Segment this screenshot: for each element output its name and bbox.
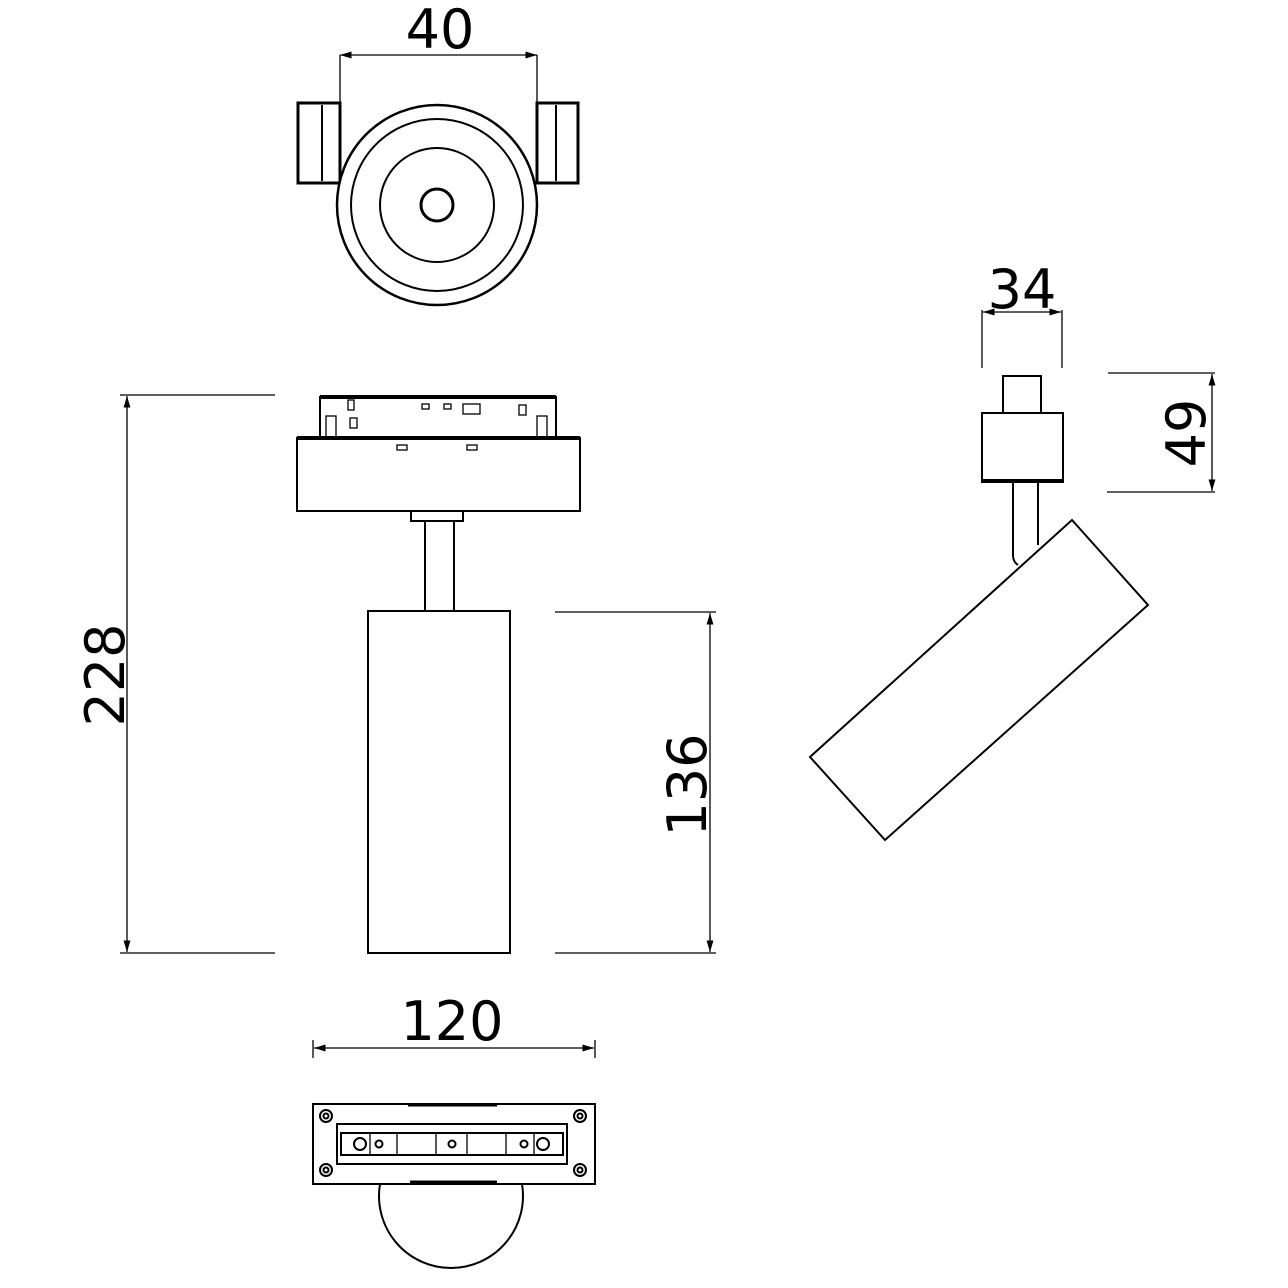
led bbox=[419, 187, 455, 223]
dim-label-body-height: 136 bbox=[656, 733, 719, 836]
mounting-plate bbox=[312, 1103, 596, 1185]
tilted-lamp-body bbox=[808, 518, 1150, 842]
adapter-block bbox=[981, 412, 1064, 483]
dim-label-total-height: 228 bbox=[74, 623, 137, 726]
screws bbox=[319, 1109, 587, 1177]
stem bbox=[424, 520, 455, 612]
connector bbox=[1002, 375, 1042, 414]
side-view: 34 49 bbox=[808, 258, 1218, 842]
right-tab bbox=[535, 101, 580, 185]
base-housing bbox=[296, 437, 581, 512]
dim-label-side-width: 34 bbox=[988, 258, 1057, 321]
dim-label-top-width: 40 bbox=[406, 0, 475, 61]
top-view: 40 bbox=[296, 0, 580, 307]
lamp-body bbox=[367, 610, 511, 954]
bottom-view: 120 bbox=[312, 990, 596, 1269]
outer-ring bbox=[335, 103, 539, 307]
dim-label-base-length: 120 bbox=[400, 990, 503, 1053]
front-view: 228 136 bbox=[74, 394, 719, 954]
lamp-head-circle bbox=[378, 1183, 524, 1269]
lens bbox=[379, 147, 495, 263]
dim-label-adapter-height: 49 bbox=[1155, 399, 1218, 468]
left-tab bbox=[296, 101, 342, 185]
